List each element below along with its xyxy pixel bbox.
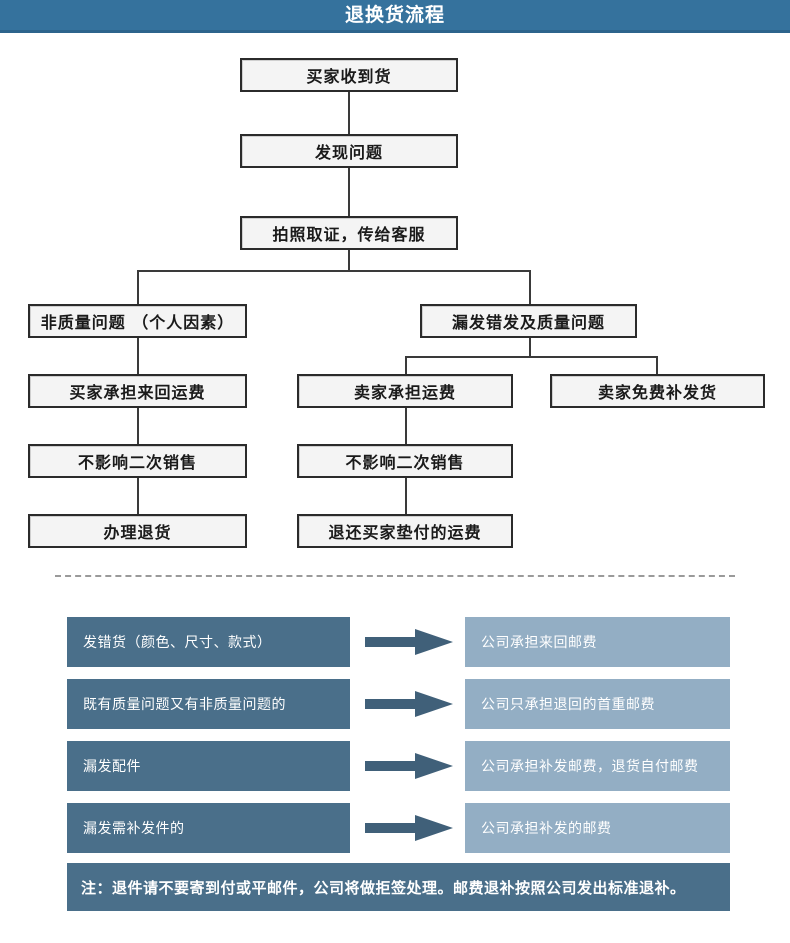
connector-n3-split <box>348 250 350 270</box>
connector-n1-n2 <box>348 92 350 134</box>
flow-node-buyer-pays-shipping[interactable]: 买家承担来回运费 <box>28 374 247 408</box>
connector-split-left-drop <box>137 270 139 304</box>
policy-result[interactable]: 公司承担来回邮费 <box>465 617 730 667</box>
policy-result[interactable]: 公司只承担退回的首重邮费 <box>465 679 730 729</box>
flow-node-no-resale-impact-left[interactable]: 不影响二次销售 <box>28 444 247 478</box>
policy-row: 发错货（颜色、尺寸、款式） 公司承担来回邮费 <box>0 617 790 667</box>
policy-cause[interactable]: 既有质量问题又有非质量问题的 <box>67 679 350 729</box>
arrow-right-icon <box>365 691 453 717</box>
connector-n7-n10 <box>405 408 407 444</box>
flow-node-no-resale-impact-middle[interactable]: 不影响二次销售 <box>297 444 513 478</box>
flow-node-label: 不影响二次销售 <box>345 453 465 472</box>
page-title: 退换货流程 <box>344 4 445 26</box>
section-divider <box>55 575 735 577</box>
flow-node-found-problem[interactable]: 发现问题 <box>240 134 458 168</box>
connector-n4-n6 <box>137 338 139 374</box>
flow-node-label: 退还买家垫付的运费 <box>328 523 482 542</box>
connector-n10-n12 <box>405 478 407 514</box>
flow-node-seller-pays-shipping[interactable]: 卖家承担运费 <box>297 374 513 408</box>
connector-split-n8-drop <box>656 356 658 374</box>
header-band: 退换货流程 <box>0 0 790 33</box>
policy-cause[interactable]: 漏发需补发件的 <box>67 803 350 853</box>
arrow-right-icon <box>365 629 453 655</box>
flow-node-buyer-received[interactable]: 买家收到货 <box>240 58 458 92</box>
connector-split-bar-top <box>137 270 531 272</box>
flow-node-label: 发现问题 <box>314 143 383 162</box>
flow-node-label: 买家收到货 <box>306 67 392 86</box>
flow-node-label: 买家承担来回运费 <box>69 383 206 402</box>
flow-node-label: 拍照取证，传给客服 <box>272 225 426 244</box>
flow-node-label: 卖家承担运费 <box>353 383 456 402</box>
flow-node-seller-free-reship[interactable]: 卖家免费补发货 <box>550 374 765 408</box>
arrow-right-icon <box>365 753 453 779</box>
policy-cause[interactable]: 发错货（颜色、尺寸、款式） <box>67 617 350 667</box>
flow-node-label: 卖家免费补发货 <box>597 383 717 402</box>
connector-n6-n9 <box>137 408 139 444</box>
flow-node-non-quality-issue[interactable]: 非质量问题 （个人因素） <box>28 304 247 338</box>
policy-matrix: 发错货（颜色、尺寸、款式） 公司承担来回邮费 既有质量问题又有非质量问题的 公司… <box>0 605 790 911</box>
flow-node-process-return[interactable]: 办理退货 <box>28 514 247 548</box>
flow-node-label: 非质量问题 （个人因素） <box>40 313 235 332</box>
connector-n2-n3 <box>348 168 350 216</box>
flow-node-quality-issue[interactable]: 漏发错发及质量问题 <box>420 304 637 338</box>
flow-node-label: 办理退货 <box>103 523 172 542</box>
connector-n9-n11 <box>137 478 139 514</box>
connector-n5-split <box>529 338 531 356</box>
connector-split-n7-drop <box>405 356 407 374</box>
flow-node-label: 漏发错发及质量问题 <box>451 313 605 332</box>
policy-result[interactable]: 公司承担补发邮费，退货自付邮费 <box>465 741 730 791</box>
policy-note: 注：退件请不要寄到付或平邮件，公司将做拒签处理。邮费退补按照公司发出标准退补。 <box>67 863 730 911</box>
policy-result[interactable]: 公司承担补发的邮费 <box>465 803 730 853</box>
flowchart: 买家收到货 发现问题 拍照取证，传给客服 非质量问题 （个人因素） 漏发错发及质… <box>0 36 790 556</box>
connector-split-right-drop <box>529 270 531 304</box>
flow-node-label: 不影响二次销售 <box>77 453 197 472</box>
arrow-right-icon <box>365 815 453 841</box>
policy-row: 漏发配件 公司承担补发邮费，退货自付邮费 <box>0 741 790 791</box>
connector-split-bar-right <box>405 356 658 358</box>
policy-row: 既有质量问题又有非质量问题的 公司只承担退回的首重邮费 <box>0 679 790 729</box>
flow-node-photo-evidence[interactable]: 拍照取证，传给客服 <box>240 216 458 250</box>
flow-node-refund-buyer-shipping[interactable]: 退还买家垫付的运费 <box>297 514 513 548</box>
policy-row: 漏发需补发件的 公司承担补发的邮费 <box>0 803 790 853</box>
policy-cause[interactable]: 漏发配件 <box>67 741 350 791</box>
